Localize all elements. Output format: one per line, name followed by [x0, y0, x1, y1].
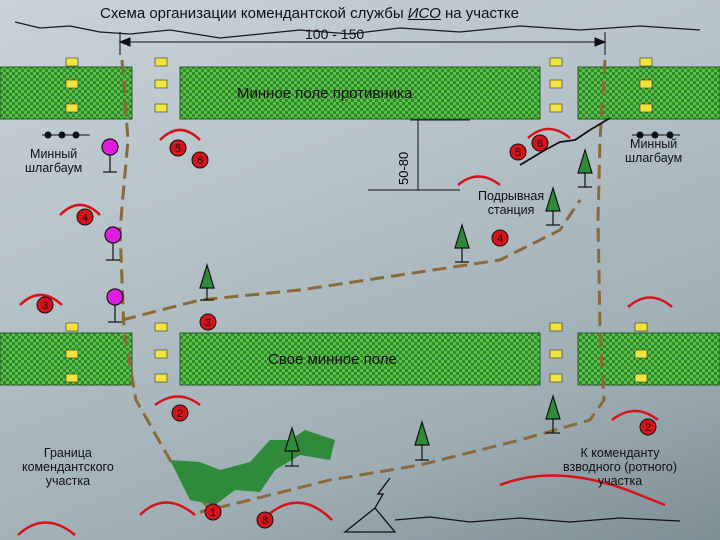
depth-dimension — [368, 119, 470, 191]
to-commandant-label: К коменданту взводного (ротного) участка — [563, 446, 678, 488]
post-number: 6 — [537, 138, 543, 150]
post-circle — [531, 134, 549, 152]
post-circle — [509, 143, 527, 161]
roads — [118, 59, 607, 514]
post-circle — [199, 313, 217, 331]
post-arcs — [17, 127, 673, 536]
post-number: 3 — [205, 317, 211, 329]
post-number: 1 — [210, 507, 216, 519]
post-number: 3 — [42, 300, 48, 312]
post-number: 5 — [515, 147, 521, 159]
numbered-posts: 1 2 2 3 3 4 4 5 5 6 6 8 — [36, 134, 657, 529]
own-minefield-band — [0, 332, 720, 386]
radio-station-symbol — [343, 477, 397, 533]
forest-area — [170, 430, 335, 505]
mine-barrier-right-label: Минный шлагбаум — [625, 137, 683, 165]
post-number: 2 — [177, 408, 183, 420]
post-number: 4 — [82, 212, 88, 224]
post-circle — [169, 139, 187, 157]
mine-barrier-left — [42, 131, 90, 139]
wire-line — [14, 21, 701, 39]
wire-line-bottom — [394, 516, 681, 523]
post-number: 4 — [497, 233, 503, 245]
width-dimension — [118, 32, 607, 55]
diagram-title: Схема организации комендантской службы И… — [100, 5, 519, 22]
blasting-station-label: Подрывная станция — [478, 189, 545, 217]
post-circle — [256, 511, 274, 529]
post-circle — [171, 404, 189, 422]
post-circle — [491, 229, 509, 247]
post-circle — [639, 418, 657, 436]
boundary-label: Граница комендантского участка — [22, 446, 114, 488]
trench-line — [519, 117, 611, 166]
post-number: 6 — [197, 155, 203, 167]
post-circle — [36, 296, 54, 314]
post-circle — [204, 503, 222, 521]
width-label: 100 - 150 — [305, 26, 365, 42]
post-number: 8 — [262, 515, 268, 527]
minefield-markers — [65, 57, 653, 383]
own-minefield-label: Свое минное поле — [268, 351, 397, 368]
mine-barrier-right — [632, 131, 680, 139]
beacons — [101, 138, 124, 323]
post-circle — [191, 151, 209, 169]
mine-barrier-left-label: Минный шлагбаум — [25, 147, 83, 175]
post-circle — [76, 208, 94, 226]
post-number: 2 — [645, 422, 651, 434]
enemy-minefield-label: Минное поле противника — [237, 85, 413, 102]
observation-markers — [199, 147, 593, 467]
post-number: 5 — [175, 143, 181, 155]
depth-label: 50-80 — [396, 151, 411, 185]
